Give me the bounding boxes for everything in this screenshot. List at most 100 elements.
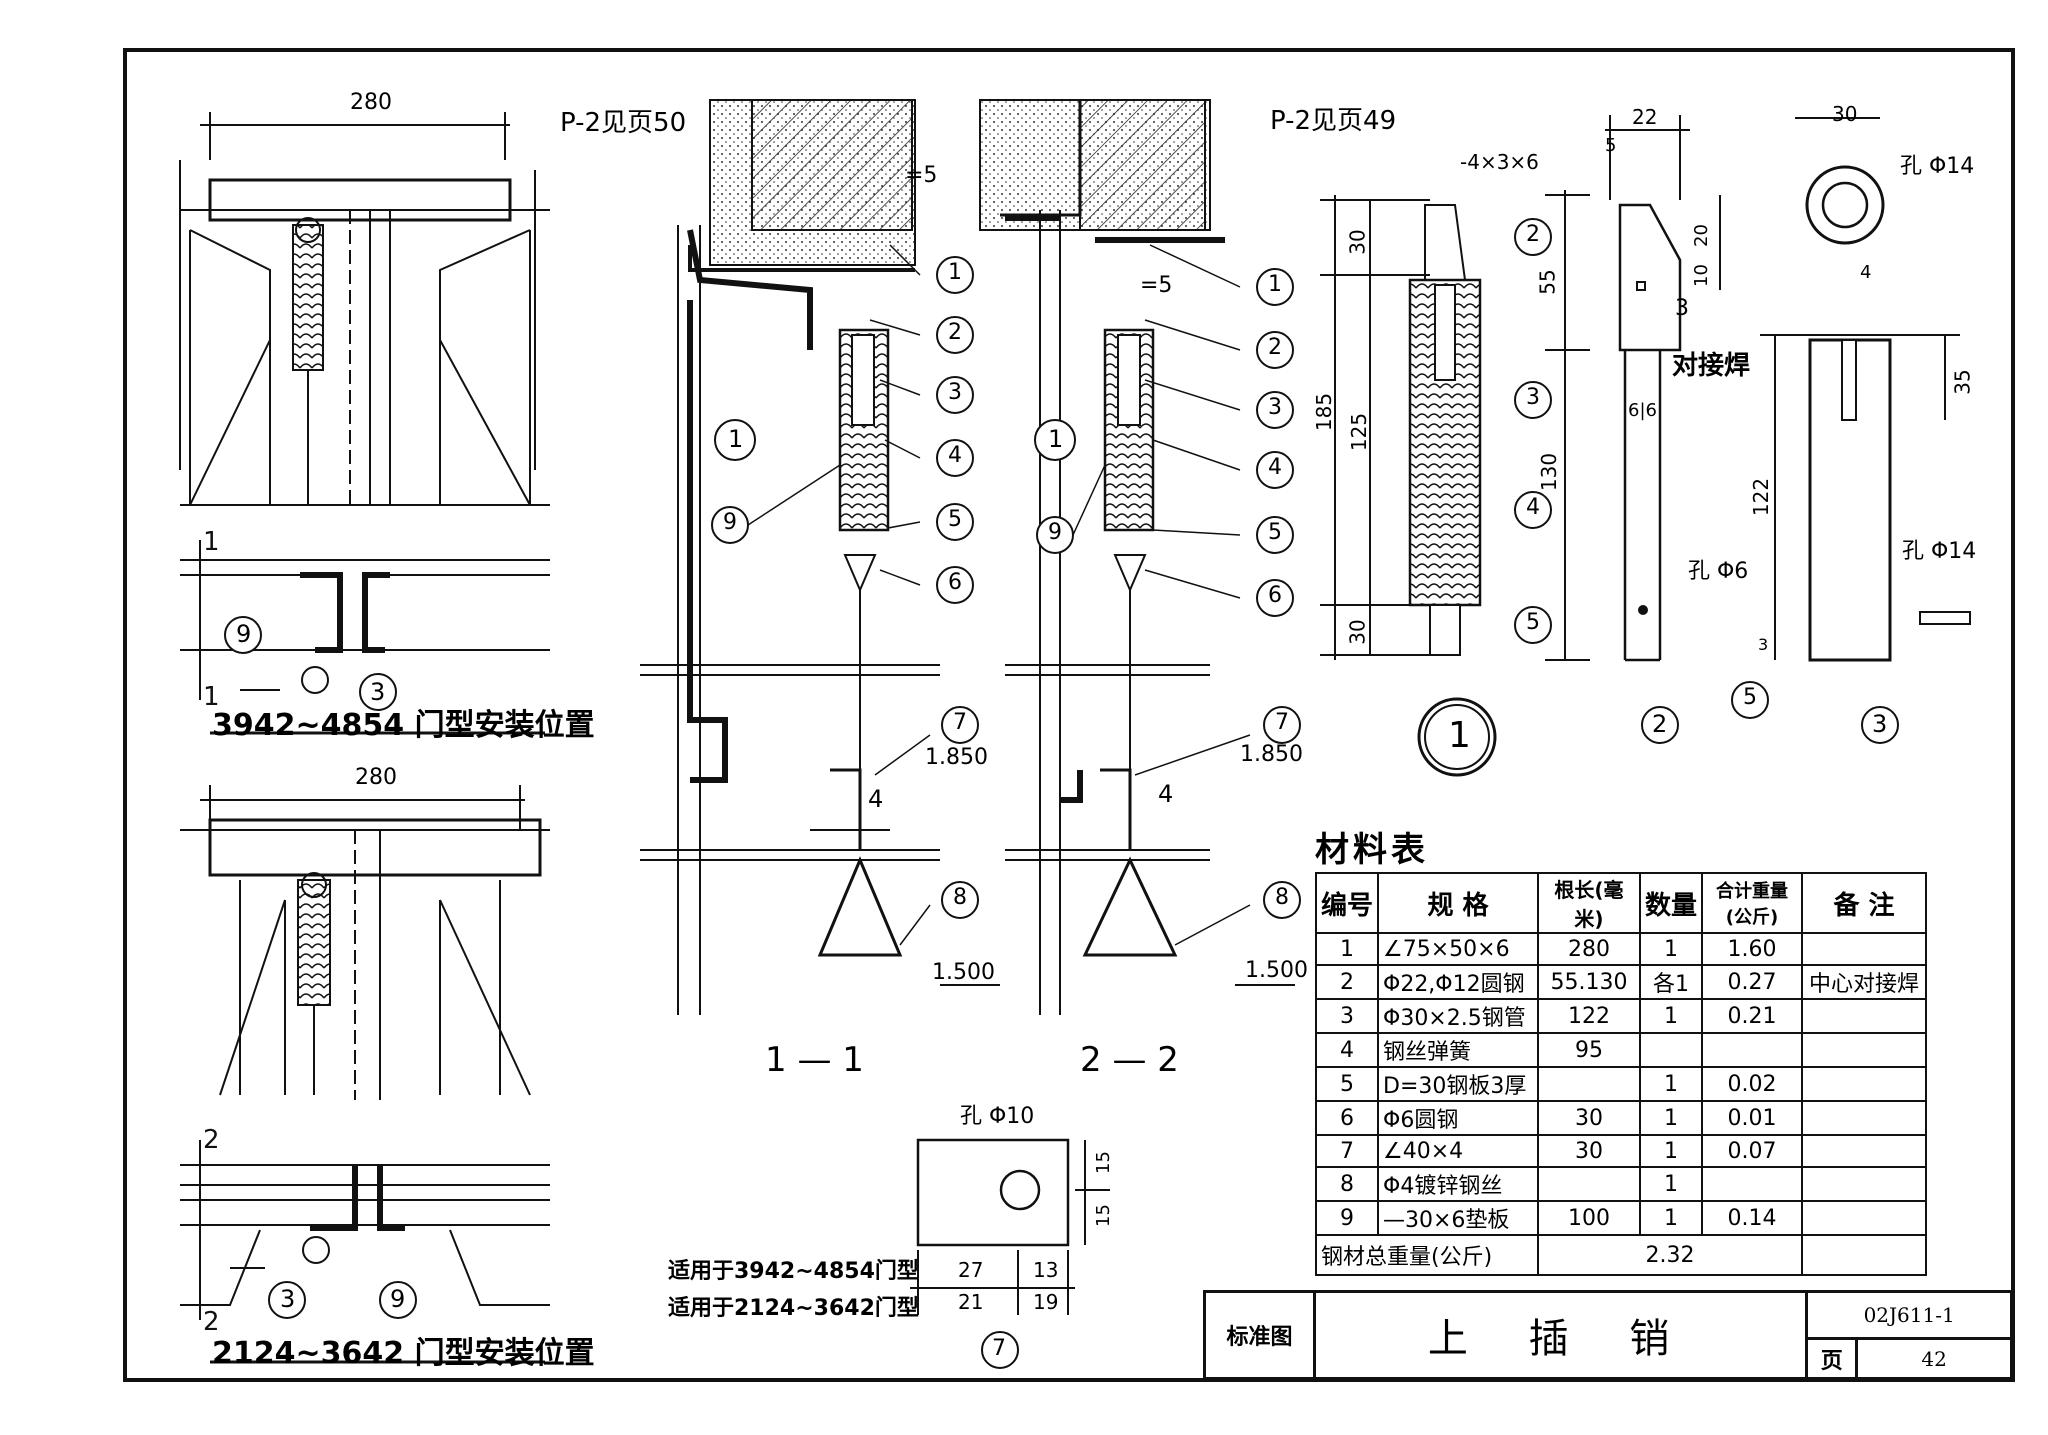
plan-bottom-callout-3: 3 xyxy=(280,1285,296,1313)
title-block-standard: 标准图 xyxy=(1203,1290,1316,1380)
section-1-detail-ref: 1 xyxy=(728,425,744,453)
table-row: 9 —30×6垫板 100 1 0.14 xyxy=(1315,1200,1927,1236)
detail-3-width: 30 xyxy=(1832,102,1858,126)
detail-2-weld: 3 xyxy=(1675,296,1689,321)
total-value: 2.32 xyxy=(1537,1234,1803,1276)
total-label: 钢材总重量(公斤) xyxy=(1315,1234,1539,1276)
header-no: 编号 xyxy=(1315,872,1379,934)
title-block-title: 上 插 销 xyxy=(1312,1290,1809,1380)
plan-bottom-callout-9: 9 xyxy=(390,1285,406,1313)
callout-5-s2: 5 xyxy=(1268,520,1282,545)
callout-6-s1: 6 xyxy=(948,570,962,595)
table-row: 1 ∠75×50×6 280 1 1.60 xyxy=(1315,932,1927,966)
detail-1-callout-5: 5 xyxy=(1526,610,1540,635)
cell-remark xyxy=(1801,998,1927,1034)
section-1-caption: 1 — 1 xyxy=(765,1040,864,1080)
cell-length: 280 xyxy=(1537,932,1641,966)
cell-length: 100 xyxy=(1537,1200,1641,1236)
detail-7-row2-label: 适用于2124~3642门型 xyxy=(668,1296,919,1321)
plan-view-bottom: 2 2 xyxy=(180,785,550,1364)
callout-2-s2: 2 xyxy=(1268,335,1282,360)
detail-7-row2-a: 21 xyxy=(958,1290,984,1314)
cell-qty: 1 xyxy=(1639,1166,1703,1202)
cell-spec: —30×6垫板 xyxy=(1377,1200,1539,1236)
cell-no: 3 xyxy=(1315,998,1379,1034)
callout-7-s2: 7 xyxy=(1275,710,1289,735)
plan-bottom-dimension: 280 xyxy=(355,765,397,790)
material-table-title: 材料表 xyxy=(1315,830,1429,870)
table-header-row: 编号 规 格 根长(毫米) 数量 合计重量(公斤) 备 注 xyxy=(1315,872,1927,934)
cell-length: 30 xyxy=(1537,1100,1641,1136)
callout-8-s1: 8 xyxy=(953,885,967,910)
callout-4-s1: 4 xyxy=(948,443,962,468)
table-row: 4 钢丝弹簧 95 xyxy=(1315,1032,1927,1068)
cell-qty: 1 xyxy=(1639,932,1703,966)
cell-qty: 1 xyxy=(1639,1066,1703,1102)
section-1-level-a: 1.850 xyxy=(925,745,988,770)
callout-3-s2: 3 xyxy=(1268,395,1282,420)
cell-remark xyxy=(1801,1066,1927,1102)
table-row: 8 Φ4镀锌钢丝 1 xyxy=(1315,1166,1927,1202)
callout-5-s1: 5 xyxy=(948,507,962,532)
callout-1-s1: 1 xyxy=(948,260,962,285)
detail-7-h1: 15 xyxy=(1092,1151,1114,1174)
section-1-note: P-2见页50 xyxy=(560,108,687,138)
detail-7-row1-a: 27 xyxy=(958,1258,984,1282)
table-total-row: 钢材总重量(公斤) 2.32 xyxy=(1315,1234,1927,1276)
detail-7-row2-b: 19 xyxy=(1033,1290,1059,1314)
cell-qty: 1 xyxy=(1639,1134,1703,1168)
cell-weight: 0.21 xyxy=(1701,998,1803,1034)
cell-no: 7 xyxy=(1315,1134,1379,1168)
cell-weight xyxy=(1701,1032,1803,1068)
detail-7-label: 7 xyxy=(992,1336,1006,1361)
detail-3-thickness: 4 xyxy=(1860,262,1872,283)
detail-3-hole-bottom: 孔 Φ14 xyxy=(1902,539,1977,564)
cell-remark: 中心对接焊 xyxy=(1801,964,1927,1000)
detail-2-offset: 5 xyxy=(1605,135,1617,156)
plan-top-dimension: 280 xyxy=(350,90,392,115)
sheet-border xyxy=(123,48,2015,1382)
cell-spec: Φ30×2.5钢管 xyxy=(1377,998,1539,1034)
cell-remark xyxy=(1801,932,1927,966)
cell-spec: ∠40×4 xyxy=(1377,1134,1539,1168)
section-mark-2-top: 2 xyxy=(203,1125,220,1155)
cell-weight: 1.60 xyxy=(1701,932,1803,966)
section-2-detail-ref: 1 xyxy=(1048,425,1064,453)
callout-9-s2: 9 xyxy=(1048,520,1062,545)
detail-1-dim-total: 185 xyxy=(1312,392,1337,432)
callout-8-s2: 8 xyxy=(1275,885,1289,910)
detail-1-drawing xyxy=(1320,190,1590,661)
cell-no: 1 xyxy=(1315,932,1379,966)
cell-length: 55.130 xyxy=(1537,964,1641,1000)
cell-spec: Φ22,Φ12圆钢 xyxy=(1377,964,1539,1000)
table-row: 7 ∠40×4 30 1 0.07 xyxy=(1315,1134,1927,1168)
detail-1-dim-right-top: 55 xyxy=(1535,269,1560,295)
cell-length: 95 xyxy=(1537,1032,1641,1068)
table-row: 5 D=30钢板3厚 1 0.02 xyxy=(1315,1066,1927,1102)
detail-1-slot: -4×3×6 xyxy=(1460,150,1539,174)
callout-4-s2: 4 xyxy=(1268,455,1282,480)
plan-view-top: 1 1 xyxy=(179,112,550,735)
cell-spec: D=30钢板3厚 xyxy=(1377,1066,1539,1102)
detail-2-h1: 20 xyxy=(1690,224,1712,247)
detail-1-dim-middle: 125 xyxy=(1347,412,1372,452)
callout-7-s1: 7 xyxy=(953,710,967,735)
section-mark-2-bottom: 2 xyxy=(203,1307,220,1337)
cell-weight: 0.14 xyxy=(1701,1200,1803,1236)
section-mark-1-top: 1 xyxy=(203,527,220,557)
cell-qty: 1 xyxy=(1639,1100,1703,1136)
cell-weight: 0.02 xyxy=(1701,1066,1803,1102)
cell-length: 122 xyxy=(1537,998,1641,1034)
section-2-caption: 2 — 2 xyxy=(1080,1040,1179,1080)
table-row: 2 Φ22,Φ12圆钢 55.130 各1 0.27 中心对接焊 xyxy=(1315,964,1927,1000)
cell-spec: 钢丝弹簧 xyxy=(1377,1032,1539,1068)
header-remark: 备 注 xyxy=(1801,872,1927,934)
section-2-level-b: 1.500 xyxy=(1245,958,1308,983)
cell-weight xyxy=(1701,1166,1803,1202)
detail-3-callout-5: 5 xyxy=(1743,685,1757,710)
cell-weight: 0.01 xyxy=(1701,1100,1803,1136)
cell-remark xyxy=(1801,1032,1927,1068)
cell-remark xyxy=(1801,1100,1927,1136)
detail-1-dim-bottom: 30 xyxy=(1345,619,1370,645)
